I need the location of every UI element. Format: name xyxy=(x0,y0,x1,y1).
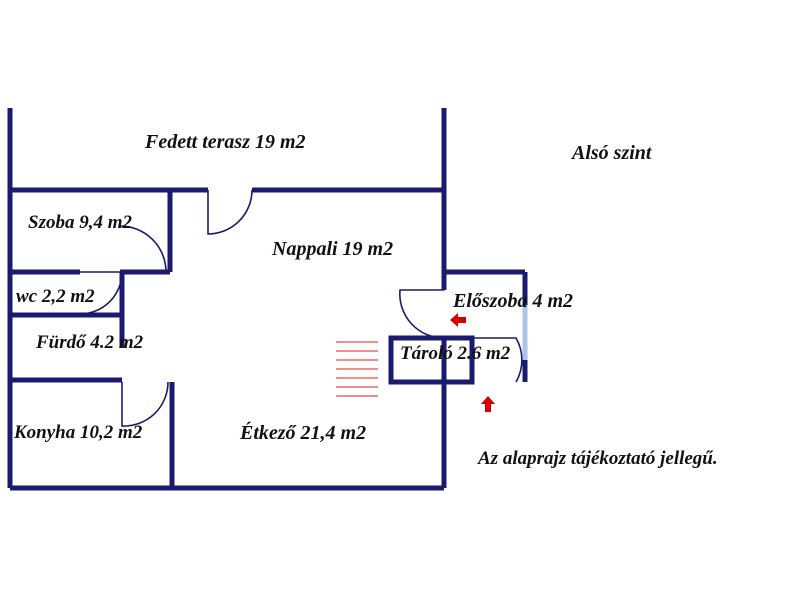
room-label-wc: wc 2,2 m2 xyxy=(16,286,95,307)
stairs-icon xyxy=(336,341,378,397)
door-wc xyxy=(79,271,123,315)
door-bedroom xyxy=(119,225,167,273)
walls xyxy=(7,108,528,491)
door-terrace xyxy=(207,189,253,235)
door-entrance xyxy=(472,337,523,383)
room-label-bathroom: Fürdő 4.2 m2 xyxy=(35,332,144,353)
door-kitchen xyxy=(121,381,169,427)
disclaimer-note: Az alaprajz tájékoztató jellegű. xyxy=(477,448,718,469)
level-label: Alsó szint xyxy=(570,142,653,164)
room-label-hall: Előszoba 4 m2 xyxy=(452,290,573,312)
room-label-dining: Étkező 21,4 m2 xyxy=(239,421,366,444)
room-label-living: Nappali 19 m2 xyxy=(271,238,393,260)
arrow-left-icon xyxy=(450,313,466,327)
arrow-up-icon xyxy=(481,396,495,412)
room-label-bedroom: Szoba 9,4 m2 xyxy=(28,212,132,233)
room-label-terrace: Fedett terasz 19 m2 xyxy=(144,131,306,153)
room-label-storage: Tároló 2.6 m2 xyxy=(400,343,511,364)
storage-box xyxy=(388,335,475,385)
door-hall xyxy=(399,289,445,339)
room-label-kitchen: Konyha 10,2 m2 xyxy=(13,422,143,443)
doors xyxy=(79,189,523,427)
